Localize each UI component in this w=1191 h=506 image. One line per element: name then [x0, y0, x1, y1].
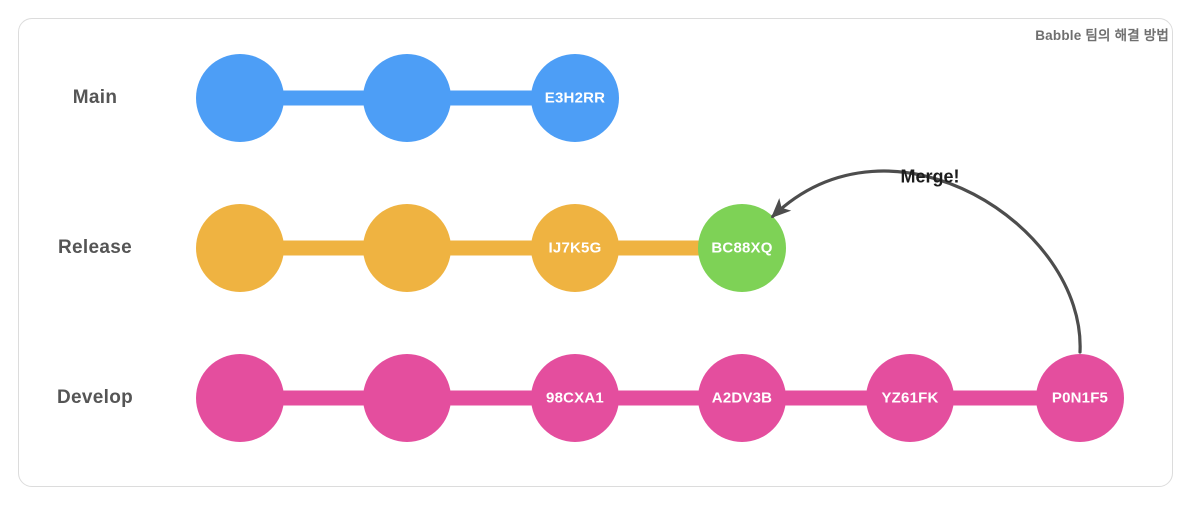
branch-label-main: Main [72, 87, 118, 108]
commit-label-dev-c5: YZ61FK [881, 390, 938, 407]
commit-label-dev-c6: P0N1F5 [1052, 390, 1108, 407]
commit-node-main-c2[interactable] [363, 54, 451, 142]
branch-label-develop: Develop [56, 387, 134, 408]
commit-label-dev-c3: 98CXA1 [546, 390, 604, 407]
commit-label-rel-c4: BC88XQ [711, 240, 772, 257]
merge-annotation-label: Merge! [900, 166, 960, 187]
commit-node-rel-c1[interactable] [196, 204, 284, 292]
commit-node-dev-c4[interactable] [698, 354, 786, 442]
commit-label-main-c3: E3H2RR [545, 90, 605, 107]
commit-node-dev-c3[interactable] [531, 354, 619, 442]
commit-node-rel-c3[interactable] [531, 204, 619, 292]
diagram-title: Babble 팀의 해결 방법 [1035, 28, 1169, 43]
commit-nodes: E3H2RR IJ7K5G BC88XQ 98CXA1 A2DV3B YZ61FK P0N1… [196, 54, 1124, 442]
commit-label-rel-c3: IJ7K5G [549, 240, 602, 257]
commit-node-dev-c2[interactable] [363, 354, 451, 442]
commit-node-main-c1[interactable] [196, 54, 284, 142]
branch-label-release: Release [58, 237, 132, 258]
commit-node-rel-c2[interactable] [363, 204, 451, 292]
commit-label-dev-c4: A2DV3B [712, 390, 772, 407]
commit-node-dev-c5[interactable] [866, 354, 954, 442]
commit-node-main-c3[interactable] [531, 54, 619, 142]
merge-arrow-path [770, 169, 1082, 354]
commit-node-rel-c4[interactable] [698, 204, 786, 292]
commit-node-dev-c6[interactable] [1036, 354, 1124, 442]
merge-arrow [770, 169, 1082, 354]
commit-node-dev-c1[interactable] [196, 354, 284, 442]
